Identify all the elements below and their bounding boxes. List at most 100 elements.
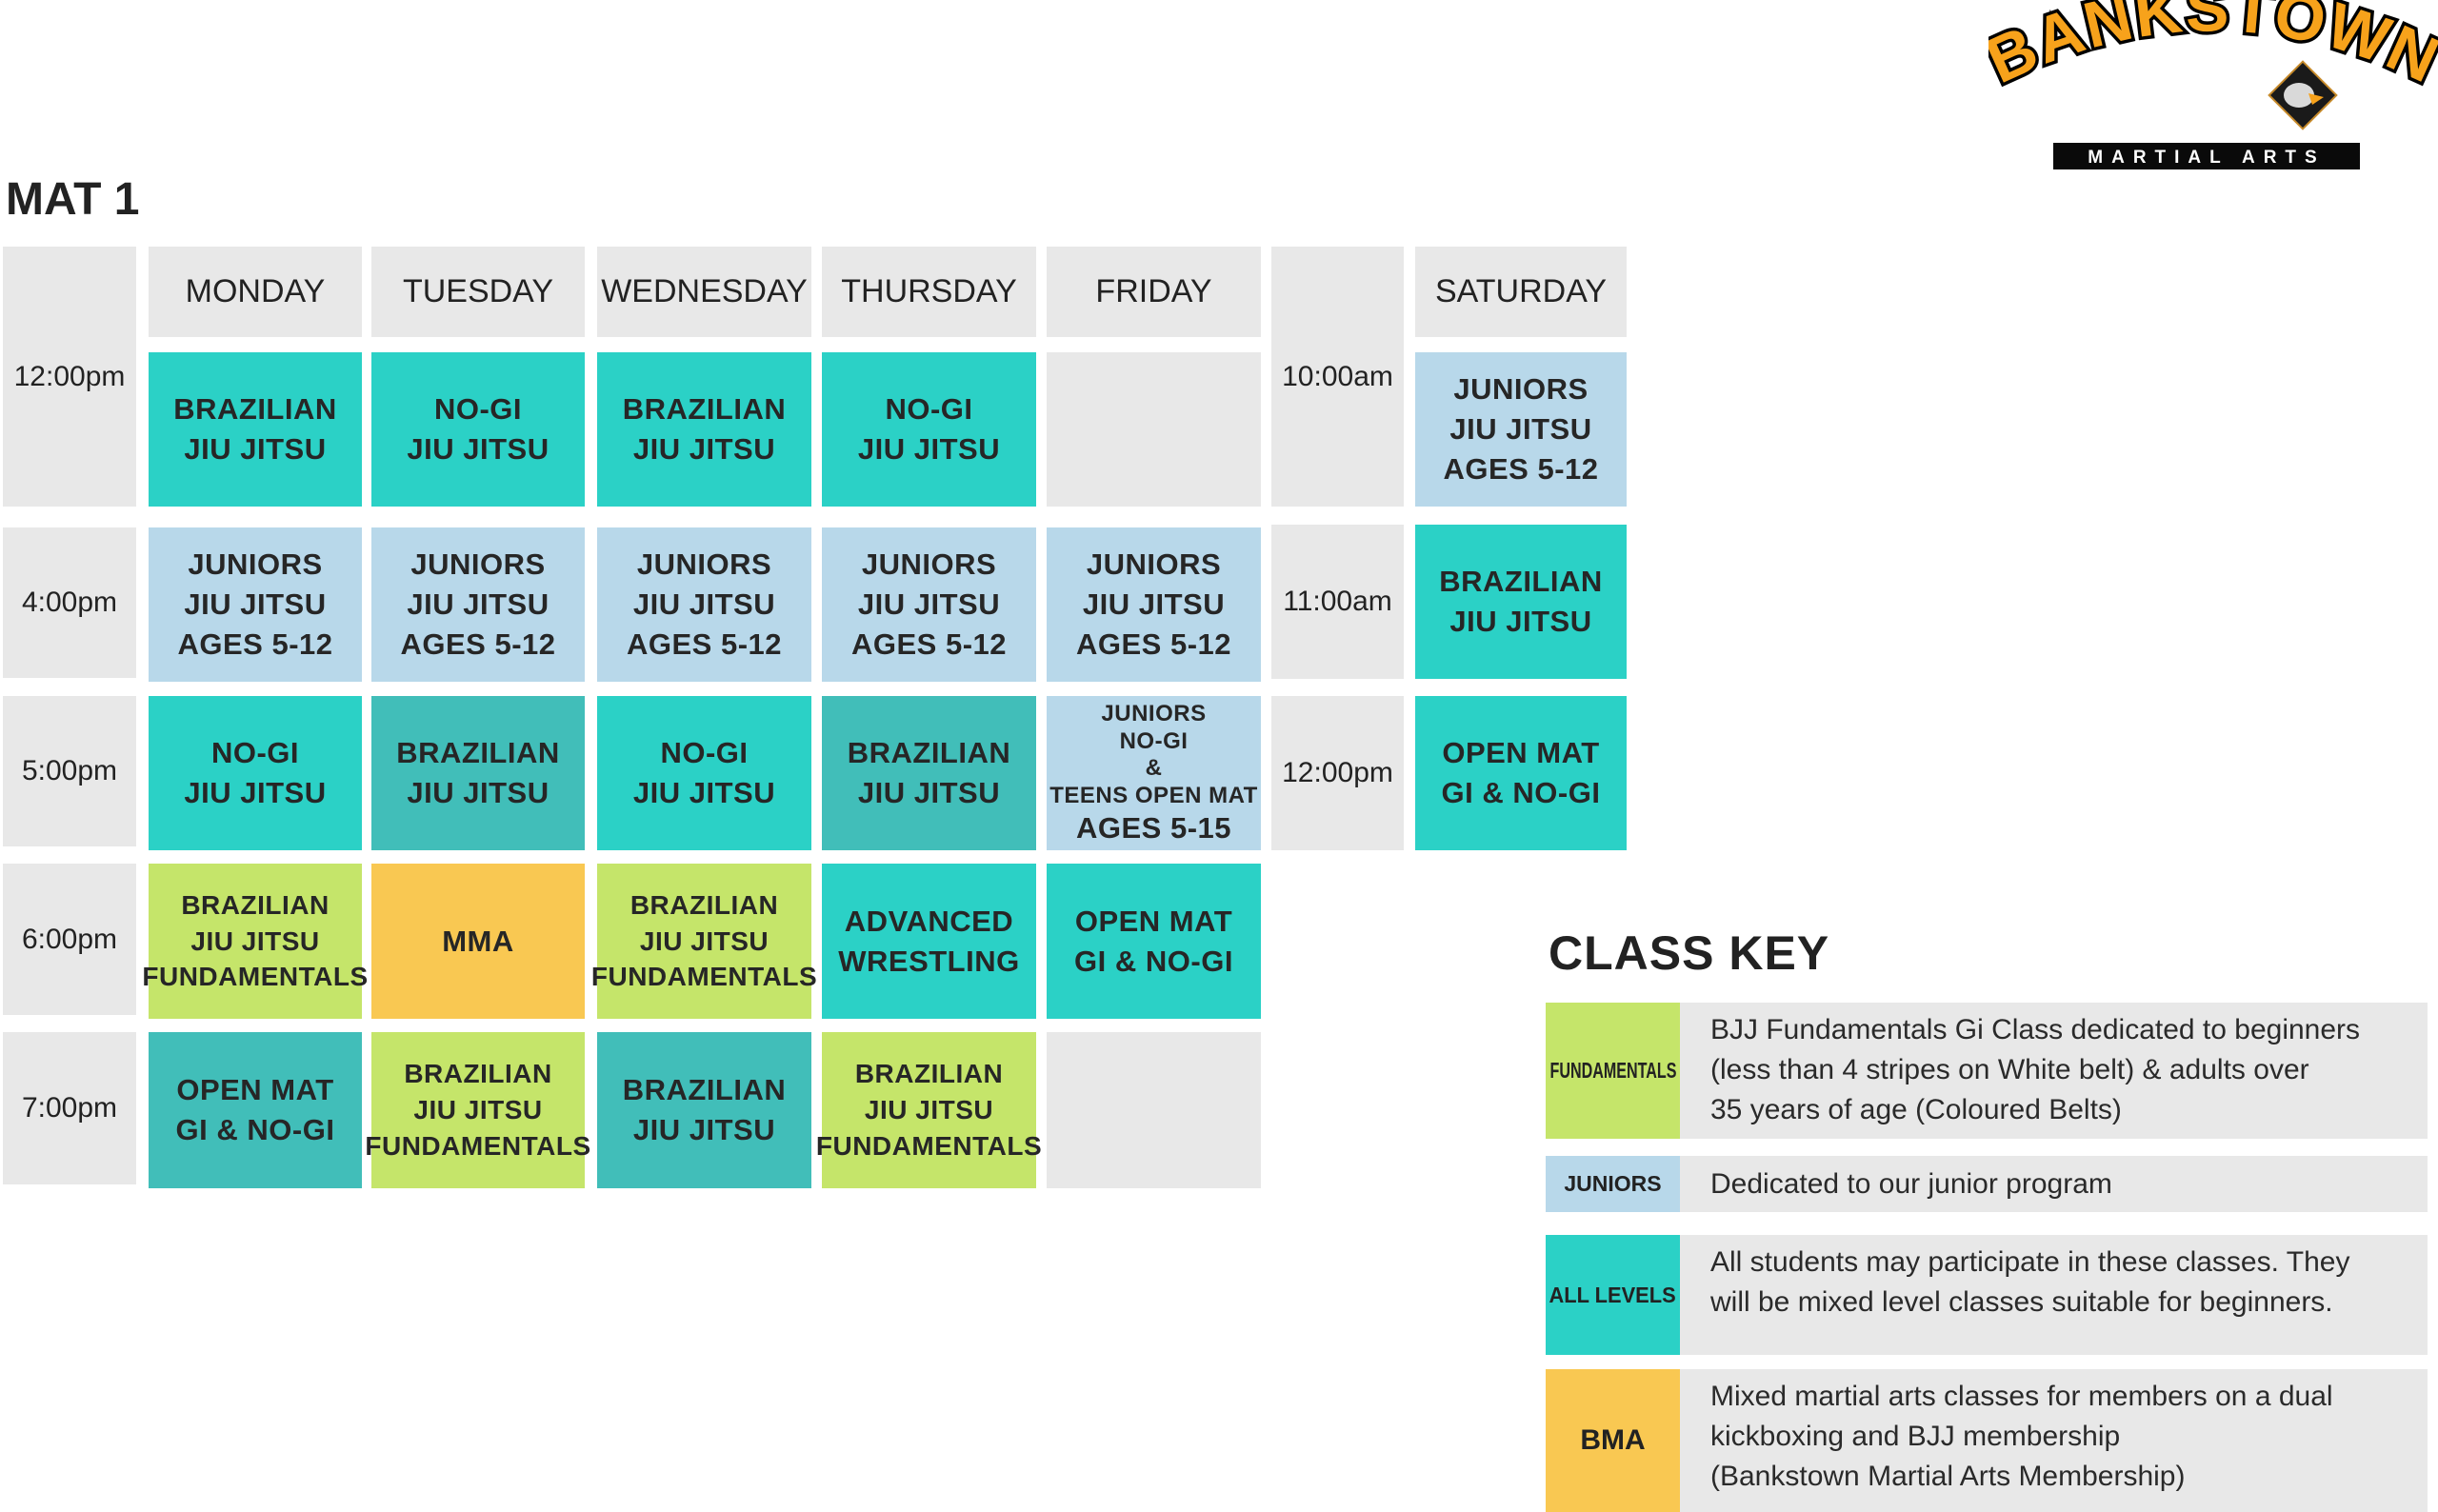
class-line: AGES 5-12 — [1075, 627, 1231, 661]
class-line: JUNIORS — [1086, 547, 1222, 582]
class-cell[interactable]: BRAZILIAN JIU JITSU — [597, 352, 811, 507]
class-line: AGES 5-12 — [177, 627, 333, 661]
class-line: JIU JITSU — [407, 432, 550, 466]
description-line: (Bankstown Martial Arts Membership) — [1710, 1461, 2186, 1492]
class-line: JIU JITSU — [1082, 587, 1226, 622]
class-key-swatch: ALL LEVELS — [1546, 1235, 1680, 1355]
class-line: JIU JITSU — [184, 776, 327, 809]
class-line: JIU JITSU — [857, 776, 1001, 809]
class-line: JIU JITSU — [413, 1095, 543, 1125]
class-line: JIU JITSU — [864, 1095, 994, 1125]
class-line: JIU JITSU — [190, 925, 320, 956]
class-line: JIU JITSU — [857, 432, 1001, 466]
saturday-time-slot-label: 12:00pm — [1271, 696, 1404, 850]
class-line: JIU JITSU — [184, 587, 327, 622]
class-line: BRAZILIAN — [629, 889, 779, 920]
class-cell[interactable]: NO-GI JIU JITSU — [822, 352, 1036, 507]
class-line: WRESTLING — [838, 944, 1020, 978]
class-line: GI & NO-GI — [1441, 776, 1601, 809]
time-slot-label: 7:00pm — [3, 1032, 136, 1184]
class-line: JIU JITSU — [184, 432, 327, 466]
class-line: JIU JITSU — [407, 587, 550, 622]
class-key-swatch-label: BMA — [1580, 1424, 1646, 1456]
empty-slot — [1047, 352, 1261, 507]
class-key-description: Dedicated to our junior program — [1680, 1156, 2428, 1212]
class-line: MMA — [442, 924, 514, 958]
class-line: AGES 5-15 — [1075, 811, 1231, 845]
day-header-tuesday: TUESDAY — [371, 247, 585, 337]
class-line: JUNIORS — [1453, 372, 1589, 407]
class-line: JIU JITSU — [1449, 605, 1592, 638]
class-line: BRAZILIAN — [404, 1059, 552, 1089]
class-cell[interactable]: NO-GI JIU JITSU — [371, 352, 585, 507]
description-line: kickboxing and BJJ membership — [1710, 1421, 2121, 1452]
class-cell[interactable]: BRAZILIAN JIU JITSU — [149, 352, 362, 507]
class-key-swatch-label: JUNIORS — [1564, 1171, 1662, 1196]
class-line: BRAZILIAN — [173, 392, 337, 427]
eagle-emblem-icon — [2268, 60, 2338, 130]
class-key-row-juniors: JUNIORS Dedicated to our junior program — [1546, 1156, 2428, 1212]
class-line: BRAZILIAN — [622, 392, 787, 427]
class-line: AGES 5-12 — [400, 627, 556, 661]
class-line: NO-GI — [885, 392, 973, 427]
class-line: AGES 5-12 — [1443, 451, 1599, 486]
class-line: JIU JITSU — [407, 776, 550, 809]
class-line: BRAZILIAN — [1439, 565, 1603, 599]
class-line: NO-GI — [433, 392, 523, 427]
day-header-thursday: THURSDAY — [822, 247, 1036, 337]
class-line: & — [1145, 755, 1163, 782]
day-header-wednesday: WEDNESDAY — [597, 247, 811, 337]
saturday-time-slot-label: 10:00am — [1271, 247, 1404, 507]
bankstown-logo: BANKSTOWN MARTIAL ARTS — [1972, 0, 2438, 176]
class-line: JUNIORS — [1101, 700, 1207, 726]
class-line: FUNDAMENTALS — [142, 962, 369, 992]
day-header-saturday: SATURDAY — [1415, 247, 1627, 337]
class-cell[interactable]: JUNIORS JIU JITSU AGES 5-12 — [1047, 527, 1261, 682]
mat-title: MAT 1 — [6, 174, 140, 225]
class-line: JUNIORS — [861, 547, 997, 582]
description-line: 35 years of age (Coloured Belts) — [1710, 1094, 2122, 1125]
class-cell[interactable]: BRAZILIAN JIU JITSU FUNDAMENTALS — [142, 864, 368, 1019]
time-slot-label: 4:00pm — [3, 527, 136, 678]
class-cell[interactable]: BRAZILIAN JIU JITSU FUNDAMENTALS — [816, 1032, 1042, 1188]
class-key-title: CLASS KEY — [1549, 926, 1830, 980]
time-slot-label: 6:00pm — [3, 864, 136, 1015]
class-line: JUNIORS — [636, 547, 772, 582]
class-line: TEENS OPEN MAT — [1049, 783, 1258, 809]
class-line: JIU JITSU — [632, 432, 776, 466]
class-line: JIU JITSU — [632, 1113, 776, 1146]
description-line: Dedicated to our junior program — [1710, 1167, 2112, 1200]
svg-text:MARTIAL ARTS: MARTIAL ARTS — [2088, 148, 2325, 168]
class-line: NO-GI — [1119, 727, 1189, 754]
description-line: (less than 4 stripes on White belt) & ad… — [1710, 1054, 2309, 1085]
class-line: BRAZILIAN — [854, 1059, 1004, 1089]
class-line: AGES 5-12 — [850, 627, 1007, 661]
class-line: GI & NO-GI — [1074, 944, 1233, 978]
time-slot-label: 12:00pm — [3, 247, 136, 507]
class-line: FUNDAMENTALS — [815, 1130, 1043, 1161]
class-line: BRAZILIAN — [181, 889, 330, 920]
saturday-class-cell[interactable]: BRAZILIAN JIU JITSU — [1415, 525, 1627, 679]
class-line: GI & NO-GI — [175, 1113, 335, 1146]
description-line: will be mixed level classes suitable for… — [1710, 1286, 2333, 1318]
class-cell[interactable]: MMA — [371, 864, 585, 1019]
